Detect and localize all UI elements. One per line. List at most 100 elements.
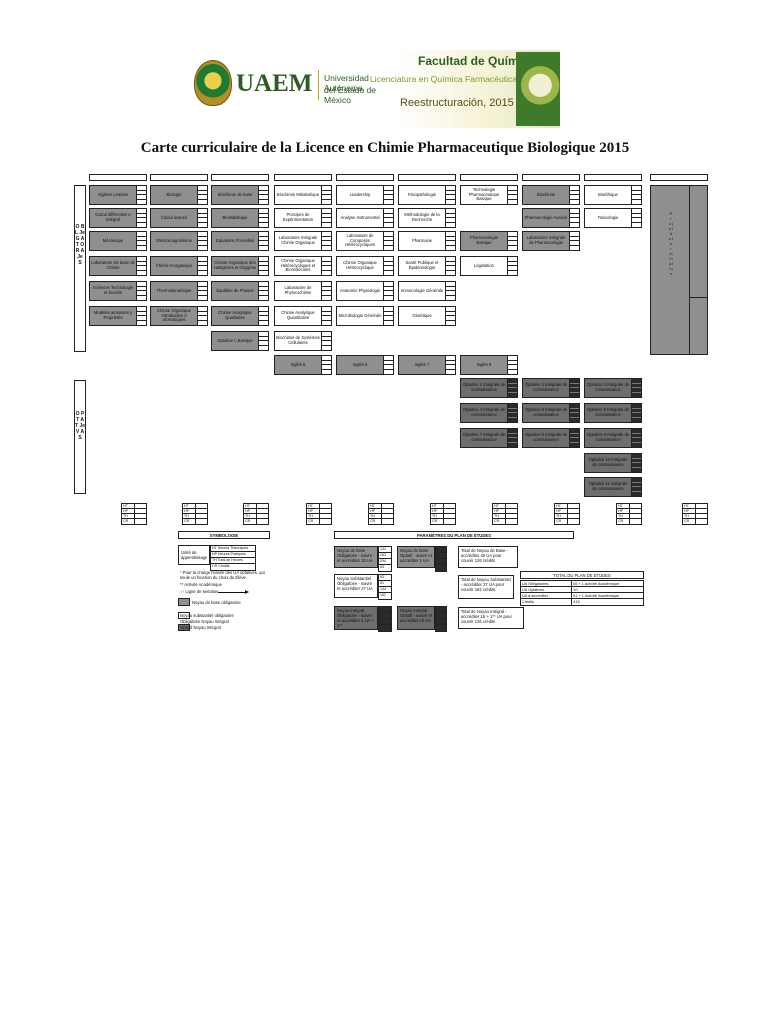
course-hours-credits — [198, 281, 208, 301]
course-hours-credits — [322, 281, 332, 301]
legend-gray-swatch — [178, 598, 190, 606]
course-name: Biochimie de Systèmes Cellulaires — [274, 331, 322, 351]
course-hours-credits — [446, 208, 456, 228]
course-unit: Inglés 5 — [274, 355, 332, 375]
seriation-arrow-icon — [218, 590, 249, 594]
course-name: Thermodynamique — [150, 281, 198, 301]
course-name: Technologie Pharmaceutique Basique — [460, 185, 508, 205]
course-unit: Laboratoire Intégrale de Pharmacologie — [522, 231, 580, 251]
totals-label: HP — [122, 509, 134, 514]
course-unit: Génétique — [398, 306, 456, 326]
course-hours-credits — [632, 185, 642, 205]
course-unit: Équilibre de Phases — [211, 281, 269, 301]
course-unit: Chimie Analytique Qualitative — [211, 306, 269, 326]
course-name: Optativo 11 Intégrale de connaissance — [584, 477, 632, 497]
course-name: Laboratoire Intégrale de Pharmacologie — [522, 231, 570, 251]
course-name: Chimie Organique Introductive ó aromatiq… — [150, 306, 198, 326]
course-unit: Biochimie de base — [211, 185, 269, 205]
course-hours-credits — [384, 185, 394, 205]
course-name: Laboratoire De base de Chimie — [89, 256, 137, 276]
course-unit: Santé Publique et Épidémiologie — [398, 256, 456, 276]
terminal-project-credits — [689, 186, 707, 354]
totals-label: HT — [683, 504, 695, 509]
page-title: Carte curriculaire de la Licence en Chim… — [140, 140, 630, 156]
course-name: Optative I, Basique — [211, 331, 259, 351]
course-hours-credits — [446, 306, 456, 326]
course-unit: Technologie Pharmaceutique Basique — [460, 185, 518, 205]
legend-white-label: Noyau substantiel obligatoire — [180, 613, 234, 618]
course-unit: Sciences Technologie et Société — [89, 281, 147, 301]
totals-label: HP — [183, 509, 195, 514]
course-name: Optativo 7 Intégrale de connaissance — [460, 428, 508, 448]
totals-label: TH — [493, 514, 505, 519]
legend-th: TH Total de Heures — [211, 558, 255, 564]
course-name: Analyse Instrumental — [336, 208, 384, 228]
totals-label: CR — [618, 519, 624, 523]
course-hours-credits — [198, 256, 208, 276]
mandatory-section: O B L Je G A T O R A Je S — [74, 185, 86, 352]
totals-label: HT — [617, 504, 629, 509]
course-name: Calcul différentiel e Intégral — [89, 208, 137, 228]
course-hours-credits — [137, 306, 147, 326]
note-optatives: * Pour la charge horaire des UA optative… — [180, 570, 265, 580]
period-header — [150, 174, 208, 181]
course-unit: Chimie Organique Hétérocycliques et Biom… — [274, 256, 332, 276]
course-unit: Chimie Organique Hétérocyclique — [336, 256, 394, 276]
totals-label: CR — [308, 519, 314, 523]
param-core-optative-hours — [435, 546, 447, 572]
program-name: Licenciatura en Química Farmacéutica Bio… — [370, 74, 555, 84]
totals-label: HT — [493, 504, 505, 509]
course-hours-credits — [259, 208, 269, 228]
course-unit: Laboratoire De base de Chimie — [89, 256, 147, 276]
totals-label: TH — [369, 514, 381, 519]
param-integral-total: Total de Noyau Intégral - accréditer 15 … — [458, 607, 524, 629]
course-unit: Optativo 11 Intégrale de connaissance — [584, 477, 642, 497]
totals-label: CR — [370, 519, 376, 523]
totals-label: HP — [617, 509, 629, 514]
course-unit: Analyse Instrumental — [336, 208, 394, 228]
course-name: Toxicologie — [584, 208, 632, 228]
period-header — [584, 174, 642, 181]
param-integral-mandatory-hours — [378, 606, 392, 632]
symbology-unit-label: Unité de apprentissage — [178, 545, 210, 565]
period-header — [211, 174, 269, 181]
faculty-banner: Facultad de Química Licenciatura en Quím… — [370, 50, 560, 128]
course-hours-credits — [508, 185, 518, 205]
summary-title: TOTAL DU PLAN DE ÉTUDES — [520, 571, 644, 579]
course-hours-credits — [632, 428, 642, 448]
totals-label: TH — [307, 514, 319, 519]
period-header — [398, 174, 456, 181]
course-unit: Chimie Analytique Quantitative — [274, 306, 332, 326]
course-unit: Laboratoire de Physicochimie — [274, 281, 332, 301]
course-unit: Calcul avancé — [150, 208, 208, 228]
course-name: Equations Formelles — [211, 231, 259, 251]
course-hours-credits — [570, 208, 580, 228]
course-hours-credits — [384, 231, 394, 251]
course-name: Optativo 2 Intégrale de connaissance — [522, 378, 570, 398]
course-name: Méthodologie de la Recherche — [398, 208, 446, 228]
course-unit: Optativo 3 Intégrale de connaissance — [584, 378, 642, 398]
course-unit: Optativo 5 Intégrale de connaissance — [522, 403, 580, 423]
mandatory-section-label: O B L Je G A T O R A Je S — [75, 224, 85, 266]
course-name: Calcul avancé — [150, 208, 198, 228]
course-unit: Chimie Organique des Halogènes et Oxygèn… — [211, 256, 269, 276]
course-name: Biochimie — [522, 185, 570, 205]
course-hours-credits — [259, 281, 269, 301]
course-name: Chimie Analytique Quantitative — [274, 306, 322, 326]
totals-label: CR — [184, 519, 190, 523]
logo-divider — [318, 70, 319, 100]
param-core-optative: Noyau de base Optatif - suivre et accréd… — [397, 546, 435, 568]
course-unit: Pharmacologie Basique — [460, 231, 518, 251]
totals-label: HT — [555, 504, 567, 509]
course-unit: Electromagnétisme — [150, 231, 208, 251]
course-unit: Optativo 4 Intégrale de connaissance — [460, 403, 518, 423]
course-name: Législation — [460, 256, 508, 276]
